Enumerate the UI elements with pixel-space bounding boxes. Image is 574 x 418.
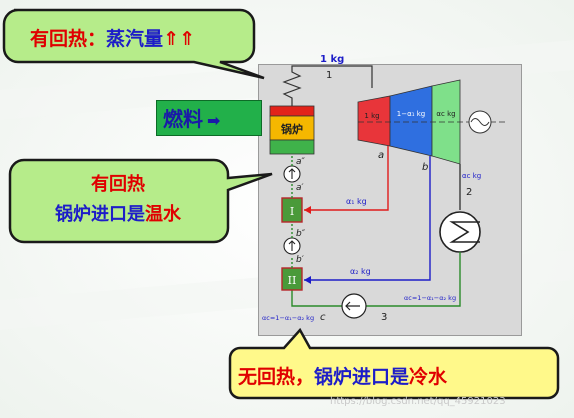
state-2-label: 2 — [466, 187, 472, 198]
b-double-prime-label: b″ — [296, 229, 306, 239]
callout-left-line1: 有回热 — [91, 174, 145, 195]
feed-pump-a-icon — [283, 165, 301, 183]
callout-top-part1: 有回热： — [30, 28, 107, 50]
mass-flow-label: 1 kg — [320, 54, 344, 65]
callout-bottom-part1: 无回热， — [238, 366, 315, 388]
boiler: 锅炉 — [269, 105, 315, 155]
bleed-line-1 — [304, 146, 389, 211]
boiler-label: 锅炉 — [281, 122, 303, 136]
point-c-label: c — [320, 312, 326, 323]
stage-2-label: 1−α₁ kg — [397, 110, 425, 118]
fuel-label: 燃料➡ — [156, 100, 262, 136]
state-1-label: 1 — [326, 70, 332, 81]
superheater-coil — [282, 65, 373, 106]
callout-bottom-bubble — [228, 327, 560, 400]
callout-left-line2-a: 锅炉进口是 — [55, 204, 145, 225]
bleed-2-label: α₂ kg — [350, 267, 371, 276]
point-a-label: a — [378, 150, 384, 161]
callout-left-text: 有回热 锅炉进口是温水 — [28, 170, 208, 230]
callout-top-bubble — [2, 8, 265, 80]
condensate-pump-icon — [341, 293, 367, 319]
arrow-right-icon: ➡ — [207, 111, 221, 130]
callout-top-part2: 蒸汽量 — [106, 28, 164, 50]
bleed-1-label: α₁ kg — [346, 197, 367, 206]
condensate-left-label: αc=1−α₁−α₂ kg — [262, 314, 314, 322]
callout-bottom-part2: 锅炉进口是 — [314, 366, 410, 388]
heater-1-label: I — [290, 205, 294, 218]
feed-pump-b-icon — [283, 237, 301, 255]
bleed-line-2 — [304, 156, 431, 281]
callout-left-line2-b: 温水 — [145, 204, 181, 225]
condensate-right-label: αc=1−α₁−α₂ kg — [404, 294, 456, 302]
stage-1-label: 1 kg — [364, 112, 379, 120]
callout-bottom-text: 无回热，锅炉进口是冷水 — [238, 362, 447, 389]
callout-bottom-part3: 冷水 — [409, 366, 448, 388]
exhaust-flow-label: αc kg — [462, 172, 481, 180]
b-prime-label: b′ — [296, 255, 304, 265]
stage-3-label: αc kg — [436, 110, 455, 118]
double-up-arrow-icon: ⇑⇑ — [163, 28, 195, 50]
watermark: https://blog.csdn.net/qq_45921023 — [330, 396, 506, 407]
callout-top-text: 有回热：蒸汽量⇑⇑ — [30, 24, 195, 51]
condenser — [439, 211, 481, 253]
heater-2-label: II — [288, 274, 297, 287]
fuel-text: 燃料 — [163, 107, 203, 131]
callout-left-bubble — [8, 158, 273, 244]
point-b-label: b — [422, 162, 428, 173]
a-prime-label: a′ — [296, 183, 304, 193]
a-double-prime-label: a″ — [296, 157, 306, 167]
state-3-label: 3 — [381, 312, 387, 323]
condensate-line — [366, 252, 461, 307]
turbine: 1 kg 1−α₁ kg αc kg — [357, 79, 461, 165]
